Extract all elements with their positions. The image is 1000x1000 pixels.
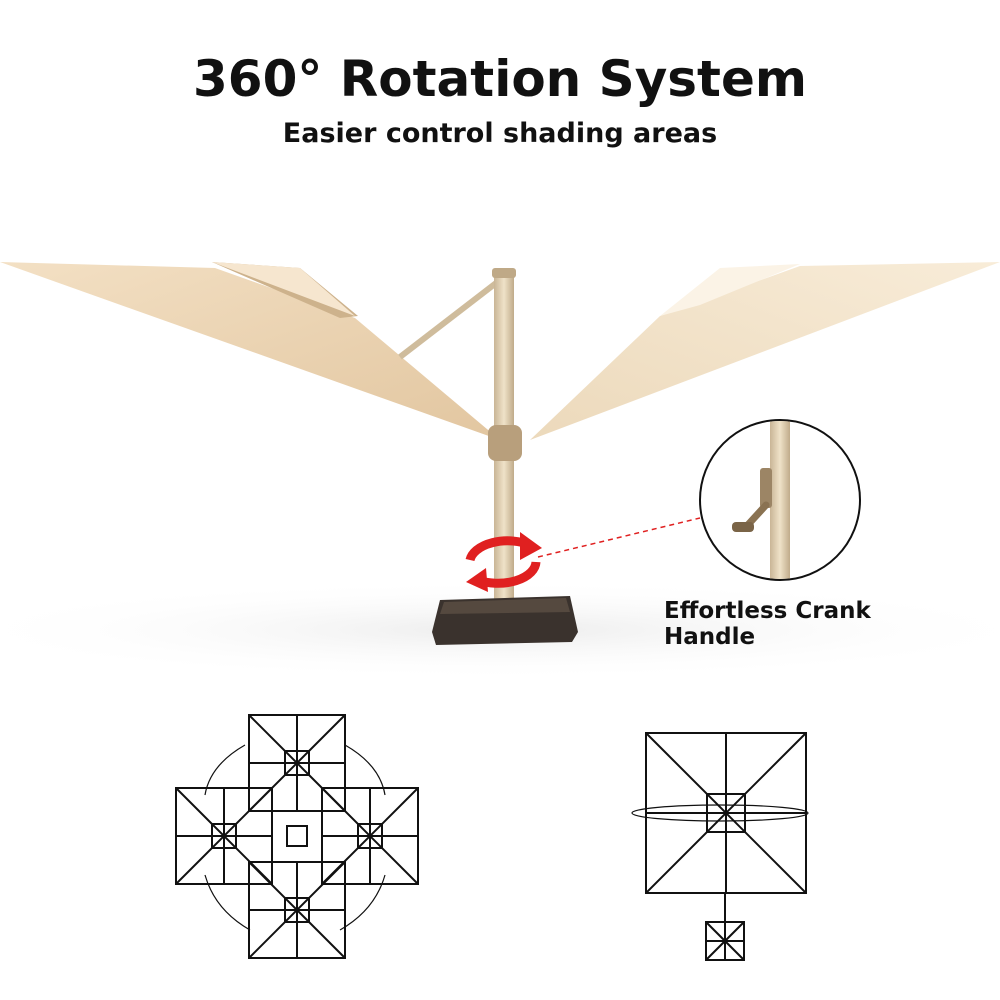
right-canopy bbox=[530, 262, 1000, 440]
left-canopy bbox=[0, 262, 500, 440]
crank-handle-icon bbox=[699, 419, 861, 581]
single-position-diagram bbox=[631, 732, 809, 961]
rotation-arrow-icon bbox=[465, 532, 542, 592]
support-strut bbox=[398, 277, 502, 360]
crank-handle-label: Effortless Crank Handle bbox=[664, 598, 871, 650]
four-position-diagram bbox=[175, 714, 419, 959]
callout-leader-line bbox=[537, 517, 701, 558]
rotation-hub bbox=[488, 425, 522, 461]
umbrella-base bbox=[432, 596, 578, 645]
page-title: 360° Rotation System bbox=[193, 50, 807, 108]
page-subtitle: Easier control shading areas bbox=[282, 118, 718, 149]
